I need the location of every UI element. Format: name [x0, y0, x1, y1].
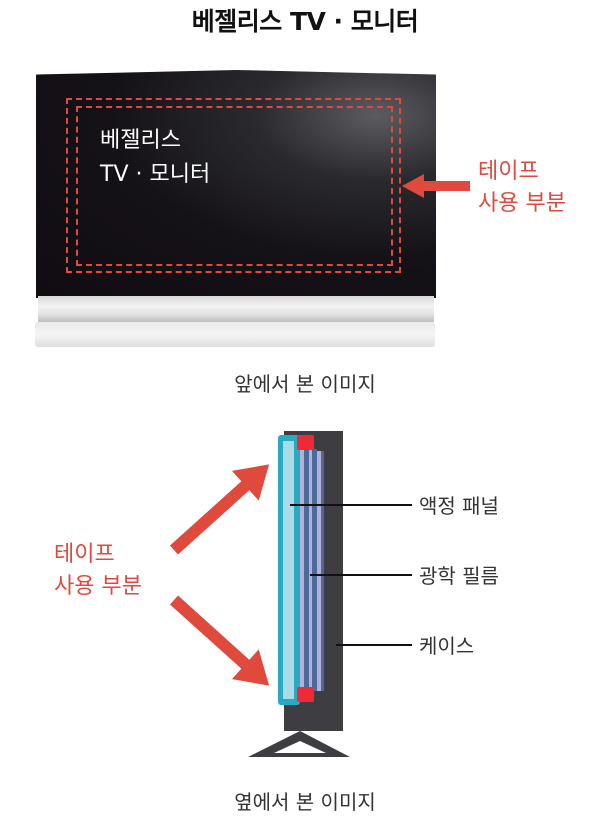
leader-line-case: [336, 644, 412, 646]
leader-line-optical-film: [310, 574, 412, 576]
screen-text-line2: TV · 모니터: [100, 162, 211, 187]
tv-screen: [36, 70, 436, 298]
tv-stand-top: [38, 296, 434, 322]
screen-text: 베젤리스 TV · 모니터: [100, 124, 210, 192]
side-tape-label-line2: 사용 부분: [54, 574, 142, 599]
front-view-caption: 앞에서 본 이미지: [234, 372, 376, 396]
arrow-left-icon: [402, 174, 470, 198]
page-title: 베젤리스 TV · 모니터: [191, 7, 419, 36]
side-tape-label-line1: 테이프: [54, 542, 115, 567]
tape-area-outer-outline: [66, 98, 401, 273]
front-tape-label-line1: 테이프: [478, 159, 539, 184]
tv-stand-base: [35, 322, 435, 347]
screen-text-line1: 베젤리스: [100, 128, 181, 153]
part-label-lcd-panel: 액정 패널: [419, 494, 499, 518]
tape-area-inner-outline: [76, 106, 393, 266]
front-tape-label-line2: 사용 부분: [478, 191, 566, 216]
part-label-case: 케이스: [419, 634, 475, 658]
diagonal-arrows-icon: [169, 464, 270, 686]
tv-side-cross-section: [248, 431, 350, 757]
side-tape-label: 테이프 사용 부분: [54, 539, 142, 603]
leader-line-lcd-panel: [290, 504, 412, 506]
part-label-optical-film: 광학 필름: [419, 564, 499, 588]
front-tape-label: 테이프 사용 부분: [478, 156, 566, 220]
side-view-caption: 옆에서 본 이미지: [234, 790, 376, 814]
